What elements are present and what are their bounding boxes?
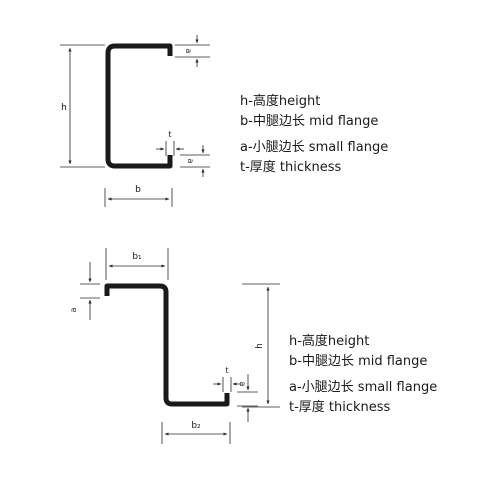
c-bottom-small-flange-label: a [186, 159, 195, 164]
z-bottom-mid-flange-label: b₂ [191, 421, 201, 431]
c-mid-flange-dimension [104, 188, 173, 207]
c-section-diagram: h a t a b [60, 35, 210, 207]
z-height-dimension [242, 283, 280, 408]
z-legend-thickness: t-厚度 thickness [289, 400, 391, 415]
z-section-diagram: b₁ a h t a [69, 248, 280, 444]
z-bottom-mid-flange-dimension [161, 422, 231, 444]
c-thickness-dimension [156, 141, 184, 156]
z-section-legend: h-高度height b-中腿边长 mid flange a-小腿边长 smal… [289, 332, 437, 418]
c-top-small-flange-dimension [175, 35, 210, 67]
c-bottom-small-flange-dimension [180, 145, 210, 177]
z-section-profile [104, 283, 230, 407]
c-legend-thickness: t-厚度 thickness [240, 160, 342, 175]
z-height-label: h [255, 343, 265, 349]
c-legend-small-flange: a-小腿边长 small flange [240, 140, 389, 155]
z-legend-height: h-高度height [289, 334, 370, 349]
z-top-mid-flange-label: b₁ [132, 252, 142, 262]
z-left-small-flange-dimension [80, 262, 100, 320]
z-legend-small-flange: a-小腿边长 small flange [289, 380, 438, 395]
z-top-mid-flange-dimension [105, 248, 169, 280]
z-legend-mid-flange: b-中腿边长 mid flange [289, 354, 428, 369]
c-section-profile [105, 43, 173, 169]
c-top-small-flange-label: a [184, 49, 193, 54]
c-height-dimension [60, 44, 105, 168]
z-thickness-label: t [225, 366, 228, 375]
z-right-small-flange-label: a [238, 382, 247, 387]
c-height-label: h [61, 103, 67, 113]
z-thickness-dimension [213, 377, 241, 392]
c-legend-mid-flange: b-中腿边长 mid flange [240, 114, 379, 129]
c-section-legend: h-高度height b-中腿边长 mid flange a-小腿边长 smal… [240, 92, 388, 178]
z-left-small-flange-label: a [69, 307, 78, 312]
z-right-small-flange-dimension [237, 374, 258, 422]
c-thickness-label: t [168, 130, 171, 139]
c-legend-height: h-高度height [240, 94, 321, 109]
c-mid-flange-label: b [135, 185, 141, 195]
